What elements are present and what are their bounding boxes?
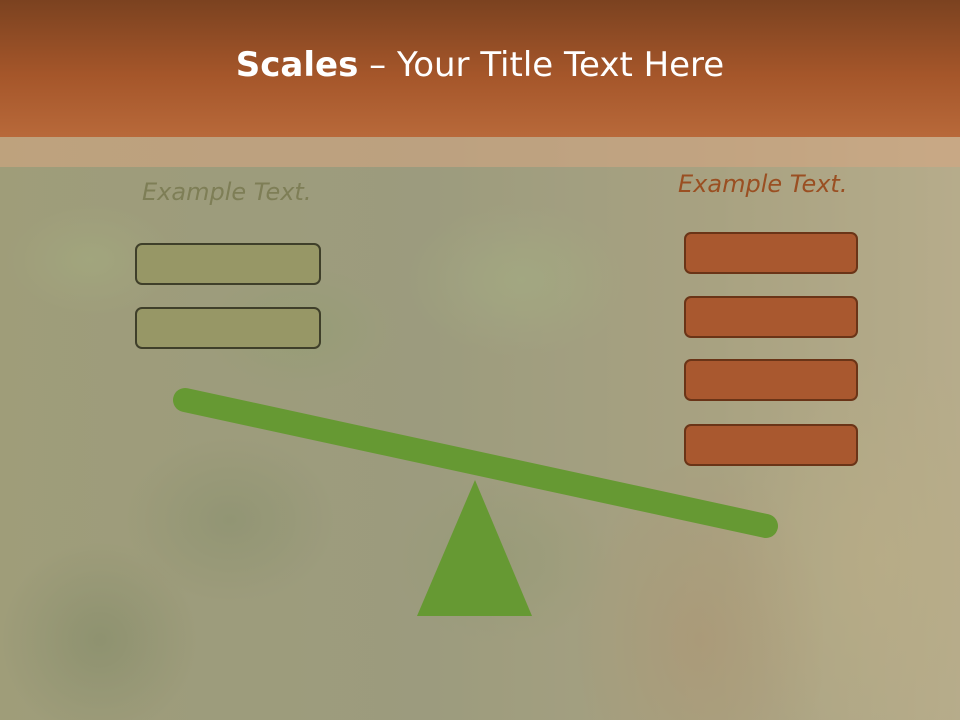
right-box-3[interactable] (684, 359, 858, 401)
right-box-4[interactable] (684, 424, 858, 466)
right-box-1[interactable] (684, 232, 858, 274)
scale-beam[interactable] (173, 388, 778, 538)
left-box-2[interactable] (135, 307, 321, 349)
accent-band (0, 137, 960, 167)
title-rest: – Your Title Text Here (358, 44, 725, 85)
left-example-text[interactable]: Example Text. (142, 178, 312, 206)
scale-fulcrum[interactable] (417, 480, 532, 616)
slide-title[interactable]: Scales – Your Title Text Here (236, 45, 724, 93)
right-example-text[interactable]: Example Text. (678, 170, 848, 198)
left-box-1[interactable] (135, 243, 321, 285)
right-box-2[interactable] (684, 296, 858, 338)
title-bold: Scales (235, 44, 359, 85)
title-bar: Scales – Your Title Text Here (0, 0, 960, 137)
